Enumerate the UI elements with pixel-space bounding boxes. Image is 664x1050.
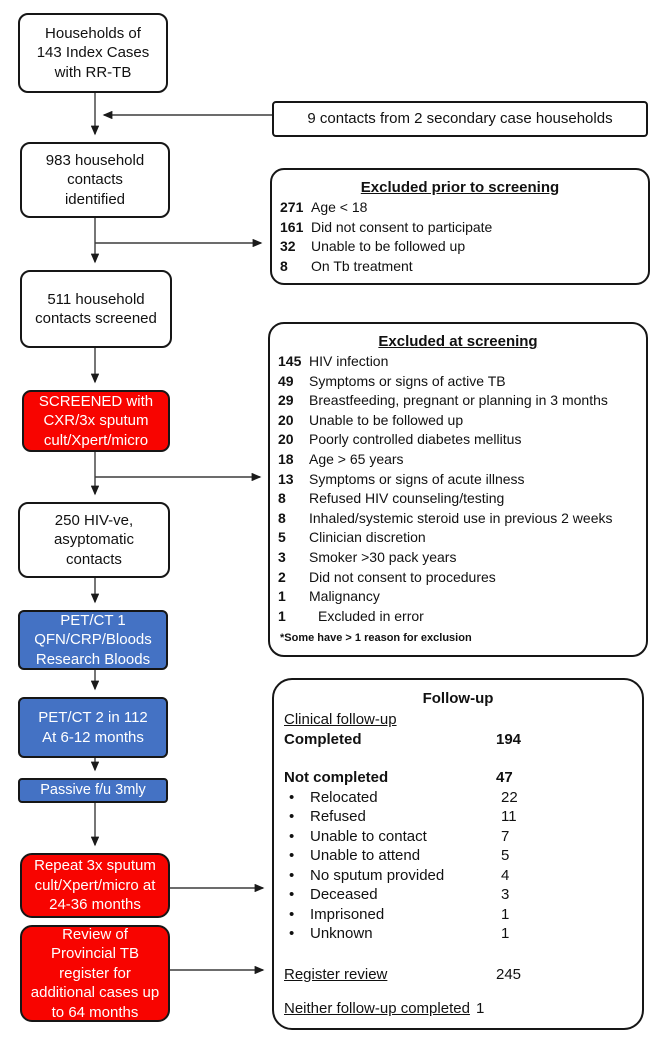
excluded-screening-panel: Excluded at screening 145 HIV infection …: [268, 322, 648, 657]
clinical-followup-heading: Clinical follow-up: [284, 711, 397, 728]
exclusion-row: 5 Clinician discretion: [278, 529, 426, 546]
exclusion-row: 13 Symptoms or signs of acute illness: [278, 470, 525, 487]
followup-title: Follow-up: [422, 690, 494, 707]
excluded-screening-title: Excluded at screening: [378, 333, 538, 350]
screening-method-box: SCREENED with CXR/3x sputum cult/Xpert/m…: [22, 390, 170, 452]
contacts-screened-box: 511 household contacts screened: [20, 270, 172, 348]
excluded-prior-panel: Excluded prior to screening 271 Age < 18…: [270, 168, 650, 285]
not-completed-row: Not completed 47: [284, 769, 513, 786]
exclusion-row: 271 Age < 18: [280, 199, 368, 215]
contacts-identified-box: 983 household contacts identified: [20, 142, 170, 218]
bullet-icon: •: [289, 866, 295, 884]
bullet-icon: •: [289, 808, 295, 825]
secondary-contacts-box: 9 contacts from 2 secondary case househo…: [272, 101, 648, 137]
passive-followup-box: Passive f/u 3mly: [18, 778, 168, 803]
exclusion-row: 20 Unable to be followed up: [278, 411, 464, 428]
households-box: Households of 143 Index Cases with RR-TB: [18, 13, 168, 93]
followup-reason-row: • No sputum provided 4: [284, 866, 632, 886]
petct1-box: PET/CT 1 QFN/CRP/Bloods Research Bloods: [18, 610, 168, 670]
followup-reason-row: • Deceased 3: [284, 885, 632, 905]
repeat-sputum-box: Repeat 3x sputum cult/Xpert/micro at 24-…: [20, 853, 170, 918]
exclusion-row: 8 Inhaled/systemic steroid use in previo…: [278, 509, 613, 526]
bullet-icon: •: [289, 905, 295, 923]
bullet-icon: •: [289, 925, 295, 942]
exclusion-footnote: *Some have > 1 reason for exclusion: [280, 632, 472, 645]
bullet-icon: •: [289, 886, 295, 903]
exclusion-row: 32 Unable to be followed up: [280, 238, 466, 255]
neither-followup-row: Neither follow-up completed 1: [284, 1000, 485, 1017]
hiv-negative-box: 250 HIV-ve, asyptomatic contacts: [18, 502, 170, 578]
followup-reason-row: • Relocated 22: [284, 788, 632, 808]
followup-reason-row: • Unable to contact 7: [284, 827, 632, 847]
exclusion-row: 1 Malignancy: [278, 588, 380, 605]
bullet-icon: •: [289, 827, 295, 845]
exclusion-row: 1 Excluded in error: [278, 607, 424, 624]
excluded-prior-title: Excluded prior to screening: [360, 179, 560, 196]
exclusion-row: 161 Did not consent to participate: [280, 218, 493, 235]
exclusion-row: 29 Breastfeeding, pregnant or planning i…: [278, 392, 608, 409]
followup-reason-row: • Unknown 1: [284, 924, 632, 944]
followup-reason-row: • Imprisoned 1: [284, 905, 632, 925]
exclusion-row: 3 Smoker >30 pack years: [278, 548, 457, 565]
exclusion-row: 8 Refused HIV counseling/testing: [278, 490, 505, 507]
exclusion-row: 49 Symptoms or signs of active TB: [278, 372, 506, 389]
bullet-icon: •: [289, 847, 295, 864]
provincial-register-box: Review of Provincial TB register for add…: [20, 925, 170, 1022]
exclusion-row: 18 Age > 65 years: [278, 450, 404, 467]
followup-reason-row: • Refused 11: [284, 807, 632, 827]
followup-panel: Follow-up Clinical follow-up Completed 1…: [272, 678, 644, 1030]
exclusion-row: 20 Poorly controlled diabetes mellitus: [278, 431, 522, 448]
petct2-box: PET/CT 2 in 112 At 6-12 months: [18, 697, 168, 758]
followup-reason-row: • Unable to attend 5: [284, 846, 632, 866]
register-review-row: Register review 245: [284, 965, 522, 983]
exclusion-row: 2 Did not consent to procedures: [278, 568, 496, 585]
completed-row: Completed 194: [284, 730, 522, 748]
bullet-icon: •: [289, 788, 295, 806]
exclusion-row: 145 HIV infection: [278, 353, 389, 369]
exclusion-row: 8 On Tb treatment: [280, 257, 413, 274]
